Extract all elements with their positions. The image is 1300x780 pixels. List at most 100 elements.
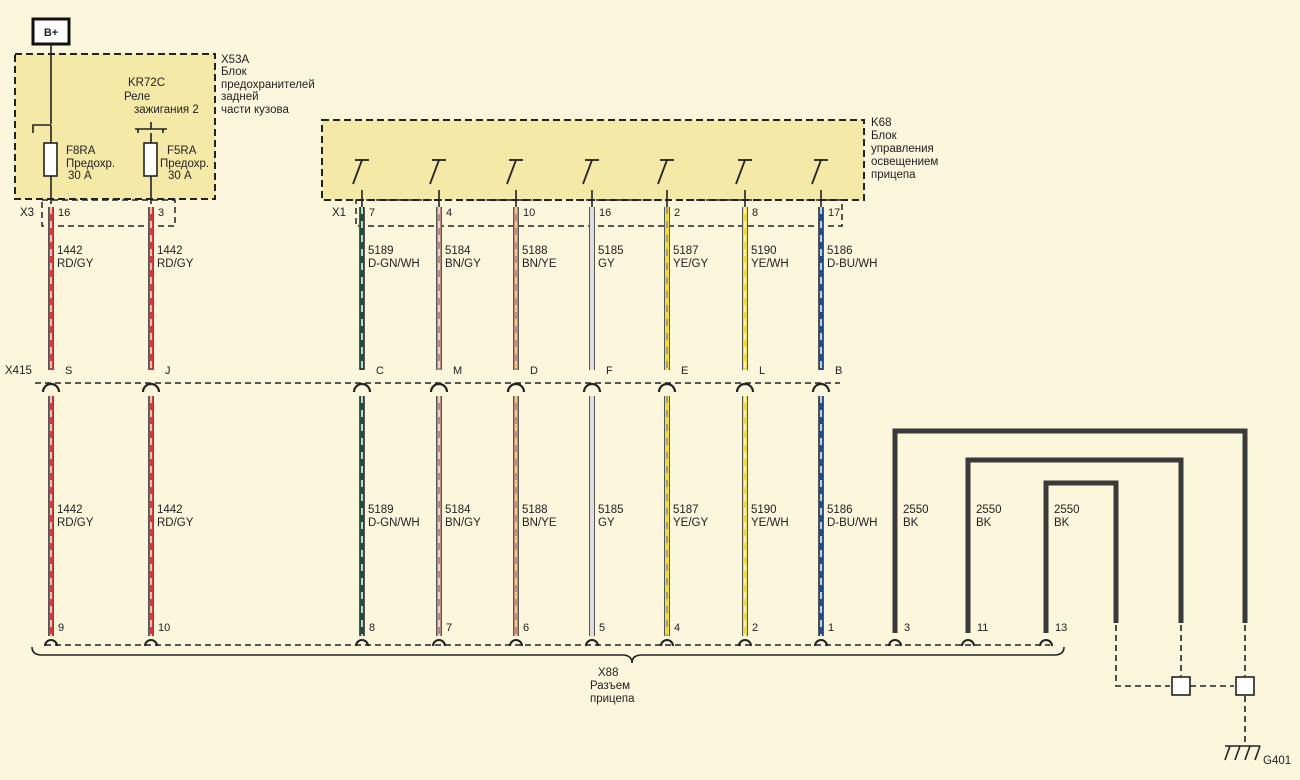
battery-box bbox=[31, 17, 71, 46]
ground-wire-3-color: BK bbox=[1054, 517, 1070, 529]
fuse2-line1: Предохр. bbox=[160, 158, 209, 170]
ground-wire-1-circuit: 2550 bbox=[903, 504, 929, 516]
wire-5-color-lower: BN/YE bbox=[522, 517, 557, 529]
trailer-connector-line2: прицепа bbox=[590, 693, 635, 705]
wire-6-circuit-lower: 5185 bbox=[598, 504, 624, 516]
fuse2-id: F5RA bbox=[167, 145, 197, 157]
wire-6-color-upper: GY bbox=[598, 258, 615, 270]
wire-8-bottom-pin: 2 bbox=[752, 622, 758, 634]
trailer-connector-line1: Разъем bbox=[590, 680, 630, 692]
x415-pin-1-arc bbox=[41, 382, 61, 393]
ground-wire-2-pin: 11 bbox=[977, 622, 988, 634]
x88-pin-8-arc bbox=[738, 639, 752, 647]
ground-wire-inner bbox=[1043, 480, 1119, 633]
wire-8-circuit-lower: 5190 bbox=[751, 504, 777, 516]
module-switch-9-blade bbox=[811, 159, 822, 185]
wire-9-circuit-lower: 5186 bbox=[827, 504, 853, 516]
wire-9-circuit-upper: 5186 bbox=[827, 245, 853, 257]
module-switch-7-blade bbox=[657, 159, 668, 185]
ground-wire-1-color: BK bbox=[903, 517, 919, 529]
connector-x1-frame bbox=[355, 199, 843, 227]
module-switch-3-blade bbox=[352, 159, 363, 185]
wire-3-circuit-lower: 5189 bbox=[368, 504, 394, 516]
wire-5-top-pin: 10 bbox=[523, 207, 535, 219]
wire-9-mid-pin: B bbox=[835, 365, 842, 377]
wire-9-top-pin: 17 bbox=[828, 207, 840, 219]
wire-4-circuit-lower: 5184 bbox=[445, 504, 471, 516]
wire-6-color-lower: GY bbox=[598, 517, 615, 529]
wire-5-bottom-pin: 6 bbox=[523, 622, 529, 634]
wire-7-top-pin: 2 bbox=[674, 207, 680, 219]
x415-pin-7-arc bbox=[657, 382, 677, 393]
x88-pin-1-arc bbox=[44, 639, 58, 647]
connector-x1-label: X1 bbox=[332, 207, 346, 219]
wire-9-color-lower: D-BU/WH bbox=[827, 517, 877, 529]
fuse-block-line4: части кузова bbox=[221, 104, 289, 116]
wire-1-mid-pin: S bbox=[65, 365, 72, 377]
wire-5-circuit-lower: 5188 bbox=[522, 504, 548, 516]
wire-9-bottom-pin: 1 bbox=[828, 622, 834, 634]
x415-pin-8-arc bbox=[735, 382, 755, 393]
wire-3-mid-pin: C bbox=[376, 365, 384, 377]
x88-pin-4-arc bbox=[432, 639, 446, 647]
x88-pin-2-arc bbox=[144, 639, 158, 647]
wire-2-color-upper: RD/GY bbox=[157, 258, 194, 270]
relay-line2: зажигания 2 bbox=[134, 104, 199, 116]
wire-7-circuit-upper: 5187 bbox=[673, 245, 699, 257]
module-id: K68 bbox=[871, 117, 891, 129]
wire-8-color-upper: YE/WH bbox=[751, 258, 789, 270]
wire-4-top-pin: 4 bbox=[446, 207, 452, 219]
ground-wire-1-pin: 3 bbox=[904, 622, 910, 634]
x415-pin-9-arc bbox=[811, 382, 831, 393]
wire-2-bottom-pin: 10 bbox=[158, 622, 170, 634]
module-switch-8-blade bbox=[735, 159, 746, 185]
x88-pin-5-arc bbox=[509, 639, 523, 647]
fuse-block-line2: предохранителей bbox=[221, 79, 315, 91]
wire-6-bottom-pin: 5 bbox=[599, 622, 605, 634]
trailer-connector-id: X88 bbox=[598, 667, 618, 679]
wire-4-color-upper: BN/GY bbox=[445, 258, 481, 270]
ground-wire-3-pin-arc bbox=[1039, 639, 1053, 647]
fuse1-line1: Предохр. bbox=[66, 158, 115, 170]
ground-label: G401 bbox=[1263, 755, 1291, 767]
wire-1-circuit-lower: 1442 bbox=[57, 504, 83, 516]
module-line3: освещением bbox=[871, 156, 938, 168]
fuse-block-id: X53A bbox=[221, 54, 249, 66]
wire-8-circuit-upper: 5190 bbox=[751, 245, 777, 257]
fuse-block-line3: задней bbox=[221, 91, 259, 103]
x415-pin-2-arc bbox=[141, 382, 161, 393]
wire-8-color-lower: YE/WH bbox=[751, 517, 789, 529]
module-line2: управления bbox=[871, 143, 934, 155]
ground-splice-2 bbox=[1235, 676, 1255, 696]
ground-symbol bbox=[1224, 745, 1261, 761]
wire-3-top-pin: 7 bbox=[369, 207, 375, 219]
ground-splice-dashes bbox=[1115, 625, 1246, 744]
fuse1-symbol bbox=[43, 142, 58, 177]
ground-wire-3-pin: 13 bbox=[1055, 622, 1067, 634]
wire-3-circuit-upper: 5189 bbox=[368, 245, 394, 257]
wire-7-circuit-lower: 5187 bbox=[673, 504, 699, 516]
module-line4: прицепа bbox=[871, 169, 916, 181]
relay-contact bbox=[137, 129, 164, 143]
module-switch-5-blade bbox=[506, 159, 517, 185]
wire-2-color-lower: RD/GY bbox=[157, 517, 194, 529]
trailer-connector-brace bbox=[31, 646, 1065, 664]
module-line1: Блок bbox=[871, 130, 898, 142]
wire-4-circuit-upper: 5184 bbox=[445, 245, 471, 257]
wire-8-top-pin: 8 bbox=[752, 207, 758, 219]
wire-2-circuit-upper: 1442 bbox=[157, 245, 183, 257]
ground-wire-2-color: BK bbox=[976, 517, 992, 529]
wire-1-bottom-pin: 9 bbox=[58, 622, 64, 634]
x88-pin-7-arc bbox=[660, 639, 674, 647]
wire-3-color-upper: D-GN/WH bbox=[368, 258, 420, 270]
connector-x3-label: X3 bbox=[20, 207, 34, 219]
ground-wire-outer bbox=[892, 428, 1248, 633]
wire-6-top-pin: 16 bbox=[599, 207, 611, 219]
fuse-block-line1: Блок bbox=[221, 66, 248, 78]
connector-x415-label: X415 bbox=[5, 365, 32, 377]
wire-3-bottom-pin: 8 bbox=[369, 622, 375, 634]
x88-pin-6-arc bbox=[585, 639, 599, 647]
wire-5-mid-pin: D bbox=[530, 365, 538, 377]
wire-4-bottom-pin: 7 bbox=[446, 622, 452, 634]
